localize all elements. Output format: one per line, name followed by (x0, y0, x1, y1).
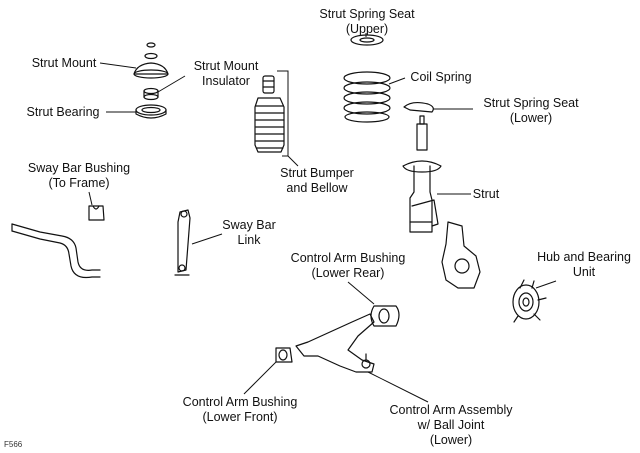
label-strut-spring-seat-lower: Strut Spring Seat(Lower) (483, 96, 579, 125)
label-coil-spring: Coil Spring (410, 70, 472, 84)
upper-spring-seat-part (350, 34, 384, 46)
bracket-bumper-bellow (277, 70, 299, 167)
leader-hub-bearing (535, 280, 557, 289)
strut-bumper-part (262, 75, 275, 94)
hub-bearing-part (512, 279, 547, 323)
coil-spring-part (343, 71, 391, 123)
strut-mount-part (133, 42, 169, 101)
strut-part (402, 115, 442, 233)
control-arm-part (295, 313, 375, 373)
bellow-part (254, 97, 285, 153)
figure-code: F566 (4, 440, 23, 449)
steering-knuckle-part (441, 221, 481, 289)
leader-sway-bar-link (191, 233, 223, 245)
label-control-arm-bushing-rear: Control Arm Bushing(Lower Rear) (290, 251, 406, 280)
strut-bearing-part (135, 104, 167, 119)
label-strut-spring-seat-upper: Strut Spring Seat(Upper) (319, 7, 415, 36)
leader-control-arm (367, 371, 429, 403)
sway-bar-part (11, 223, 101, 279)
label-sway-bar-bushing: Sway Bar Bushing(To Frame) (27, 161, 131, 190)
label-strut: Strut (472, 187, 500, 201)
label-strut-bearing: Strut Bearing (26, 105, 100, 119)
leader-insulator (157, 75, 186, 93)
rear-bushing-part (370, 305, 400, 327)
leader-rear-bushing (347, 281, 375, 305)
leader-front-bushing (243, 361, 277, 395)
sway-bar-bushing-part (88, 205, 105, 221)
label-control-arm-bushing-front: Control Arm Bushing(Lower Front) (182, 395, 298, 424)
front-bushing-part (275, 347, 293, 363)
leader-strut-mount (99, 62, 137, 69)
leader-sway-bar-bushing (88, 191, 93, 206)
lower-spring-seat-part (403, 101, 434, 113)
leader-coil-spring (388, 77, 406, 85)
sway-bar-link-part (174, 209, 191, 276)
label-strut-mount: Strut Mount (31, 56, 97, 70)
